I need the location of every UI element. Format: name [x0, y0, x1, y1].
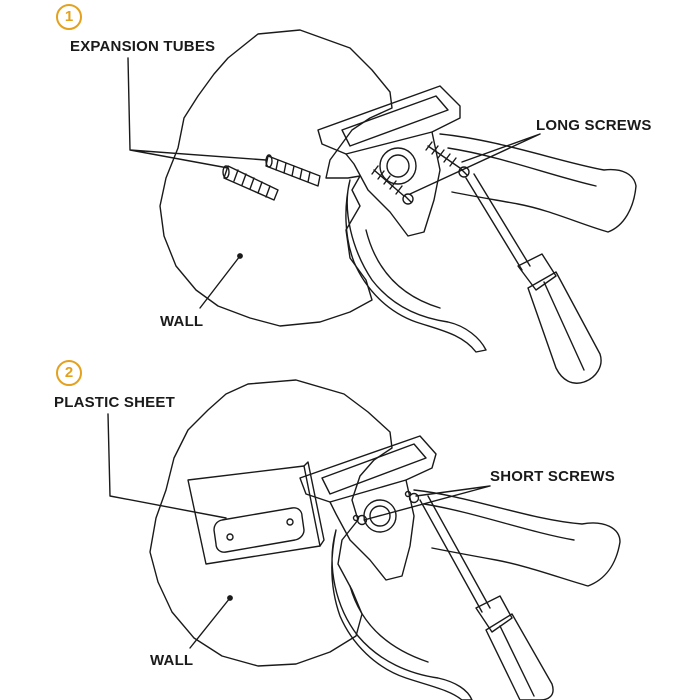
- leader-wall-2: [189, 597, 231, 649]
- leader-plastic-sheet: [107, 413, 227, 519]
- leader-expansion-tubes: [127, 57, 267, 169]
- holder-bracket-2: [299, 435, 621, 700]
- label-short-screws: SHORT SCREWS: [490, 468, 615, 485]
- leader-wall-1: [199, 255, 241, 309]
- plastic-sheet: [187, 461, 325, 565]
- wall-dot-1: [237, 253, 243, 259]
- step-1-badge: 1: [56, 4, 82, 30]
- screwdriver-1: [465, 173, 602, 384]
- expansion-tube-upper: [265, 154, 321, 187]
- expansion-tube-lower: [222, 165, 279, 201]
- short-screw-right: [404, 490, 420, 504]
- long-screw-left: [371, 165, 414, 205]
- label-expansion-tubes: EXPANSION TUBES: [70, 38, 216, 55]
- label-wall-1: WALL: [160, 313, 204, 330]
- leader-long-screws: [409, 133, 541, 195]
- holder-bracket-1: [317, 85, 637, 353]
- label-wall-2: WALL: [150, 652, 194, 669]
- wall-dot-2: [227, 595, 233, 601]
- label-long-screws: LONG SCREWS: [536, 117, 652, 134]
- label-plastic-sheet: PLASTIC SHEET: [54, 394, 175, 411]
- long-screw-right: [425, 141, 470, 178]
- leader-short-screws: [363, 485, 491, 521]
- wall-outline-2: [149, 379, 393, 667]
- wall-outline-1: [159, 29, 393, 327]
- step-2-illustration: [107, 379, 621, 700]
- screwdriver-2: [419, 495, 554, 700]
- step-2-badge: 2: [56, 360, 82, 386]
- step-1-illustration: [127, 29, 637, 384]
